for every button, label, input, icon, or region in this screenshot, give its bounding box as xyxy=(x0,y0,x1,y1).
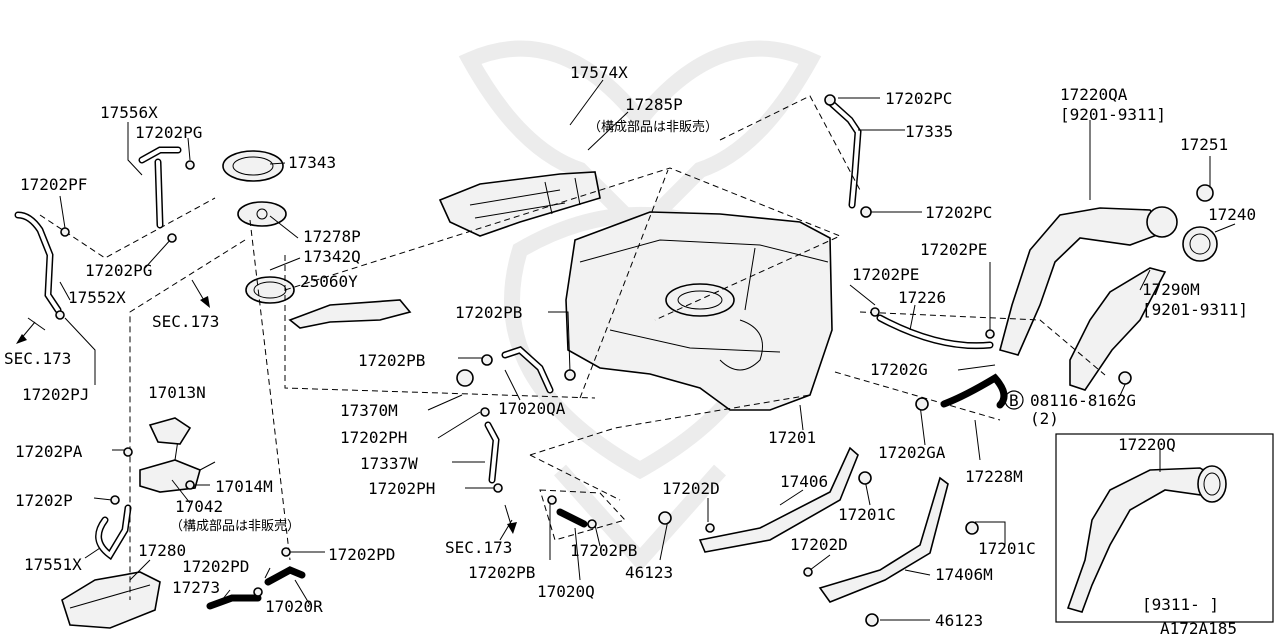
label-range-b: [9201-9311] xyxy=(1142,300,1248,319)
tank-straps xyxy=(698,446,949,603)
label-17552X: 17552X xyxy=(68,288,126,307)
label-sec173-c: SEC.173 xyxy=(445,538,512,557)
label-17201C-a: 17201C xyxy=(838,505,896,524)
label-17202PG-a: 17202PG xyxy=(135,123,202,142)
label-17337W: 17337W xyxy=(360,454,418,473)
label-17290M: 17290M xyxy=(1142,280,1200,299)
label-17251: 17251 xyxy=(1180,135,1228,154)
label-17220QA: 17220QA xyxy=(1060,85,1128,104)
label-17220Q: 17220Q xyxy=(1118,435,1176,454)
fuel-tank-17201 xyxy=(565,211,833,411)
filler-protector-17290M xyxy=(1069,267,1167,391)
label-17551X: 17551X xyxy=(24,555,82,574)
part-labels: 17574X 17285P （構成部品は非販売） 17556X 17202PG … xyxy=(4,63,1256,630)
label-sec173-a: SEC.173 xyxy=(152,312,219,331)
label-17280: 17280 xyxy=(138,541,186,560)
label-17406M: 17406M xyxy=(935,565,993,584)
clamps xyxy=(55,94,1132,627)
label-17202PB-b: 17202PB xyxy=(358,351,425,370)
label-inset-range: [9311- ] xyxy=(1142,595,1219,614)
note-not-sold-bottom: （構成部品は非販売） xyxy=(170,518,300,534)
label-17202PG-b: 17202PG xyxy=(85,261,152,280)
label-17013N: 17013N xyxy=(148,383,206,402)
drawing-id: A172A185 xyxy=(1160,619,1237,638)
leader-lines xyxy=(27,79,1236,621)
label-17202PB-a: 17202PB xyxy=(455,303,522,322)
fuel-pump-17042 xyxy=(139,439,216,493)
label-17343: 17343 xyxy=(288,153,336,172)
label-17406: 17406 xyxy=(780,472,828,491)
label-17042: 17042 xyxy=(175,497,223,516)
label-17020QA: 17020QA xyxy=(498,399,566,418)
label-46123-a: 46123 xyxy=(625,563,673,582)
label-17202PB-c: 17202PB xyxy=(570,541,637,560)
label-17202PF: 17202PF xyxy=(20,175,87,194)
label-17202PE-a: 17202PE xyxy=(920,240,987,259)
label-17202PB-d: 17202PB xyxy=(468,563,535,582)
note-not-sold-top: （構成部品は非販売） xyxy=(588,119,718,135)
label-17202D-a: 17202D xyxy=(662,479,720,498)
bracket-17013N xyxy=(148,417,192,445)
gauge-unit-25060Y xyxy=(288,299,412,329)
label-17202PD-b: 17202PD xyxy=(182,557,249,576)
label-17201C-b: 17201C xyxy=(978,539,1036,558)
label-17226: 17226 xyxy=(898,288,946,307)
label-17201: 17201 xyxy=(768,428,816,447)
label-bolt-code: 08116-8162G xyxy=(1030,391,1136,410)
canister-17280 xyxy=(61,571,161,629)
label-17285P: 17285P xyxy=(625,95,683,114)
label-17202PJ: 17202PJ xyxy=(22,385,89,404)
label-25060Y: 25060Y xyxy=(300,272,358,291)
label-17202D-b: 17202D xyxy=(790,535,848,554)
label-sec173-b: SEC.173 xyxy=(4,349,71,368)
label-17342Q: 17342Q xyxy=(303,247,361,266)
label-17240: 17240 xyxy=(1208,205,1256,224)
label-range-a: [9201-9311] xyxy=(1060,105,1166,124)
bolt-mark-circle xyxy=(1004,390,1024,410)
label-17014M: 17014M xyxy=(215,477,273,496)
label-17202PC-a: 17202PC xyxy=(885,89,952,108)
label-46123-b: 46123 xyxy=(935,611,983,630)
label-bolt-mark: B xyxy=(1009,391,1019,410)
label-17202G: 17202G xyxy=(870,360,928,379)
label-17278P: 17278P xyxy=(303,227,361,246)
filler-neck-17220QA xyxy=(999,184,1218,356)
label-17020Q: 17020Q xyxy=(537,582,595,601)
label-bolt-qty: (2) xyxy=(1030,409,1059,428)
fuel-pump-ring-17343 xyxy=(222,150,284,182)
direction-arrows xyxy=(16,279,517,534)
label-17202PH-a: 17202PH xyxy=(340,428,407,447)
label-17202PD-a: 17202PD xyxy=(328,545,395,564)
heat-shield-17285P xyxy=(438,171,601,237)
label-17202GA: 17202GA xyxy=(878,443,946,462)
assembly-dashed-lines xyxy=(39,95,1106,600)
label-17020R: 17020R xyxy=(265,597,323,616)
inset-panel: 17220Q [9311- ] xyxy=(1055,433,1274,623)
label-17202PE-b: 17202PE xyxy=(852,265,919,284)
label-17335: 17335 xyxy=(905,122,953,141)
label-17202P: 17202P xyxy=(15,491,73,510)
label-17202PA: 17202PA xyxy=(15,442,83,461)
label-17202PH-b: 17202PH xyxy=(368,479,435,498)
label-17228M: 17228M xyxy=(965,467,1023,486)
label-17574X: 17574X xyxy=(570,63,628,82)
label-17556X: 17556X xyxy=(100,103,158,122)
label-17370M: 17370M xyxy=(340,401,398,420)
hoses xyxy=(14,98,1008,610)
label-17273: 17273 xyxy=(172,578,220,597)
gasket-17342Q xyxy=(245,276,295,304)
label-17202PC-b: 17202PC xyxy=(925,203,992,222)
